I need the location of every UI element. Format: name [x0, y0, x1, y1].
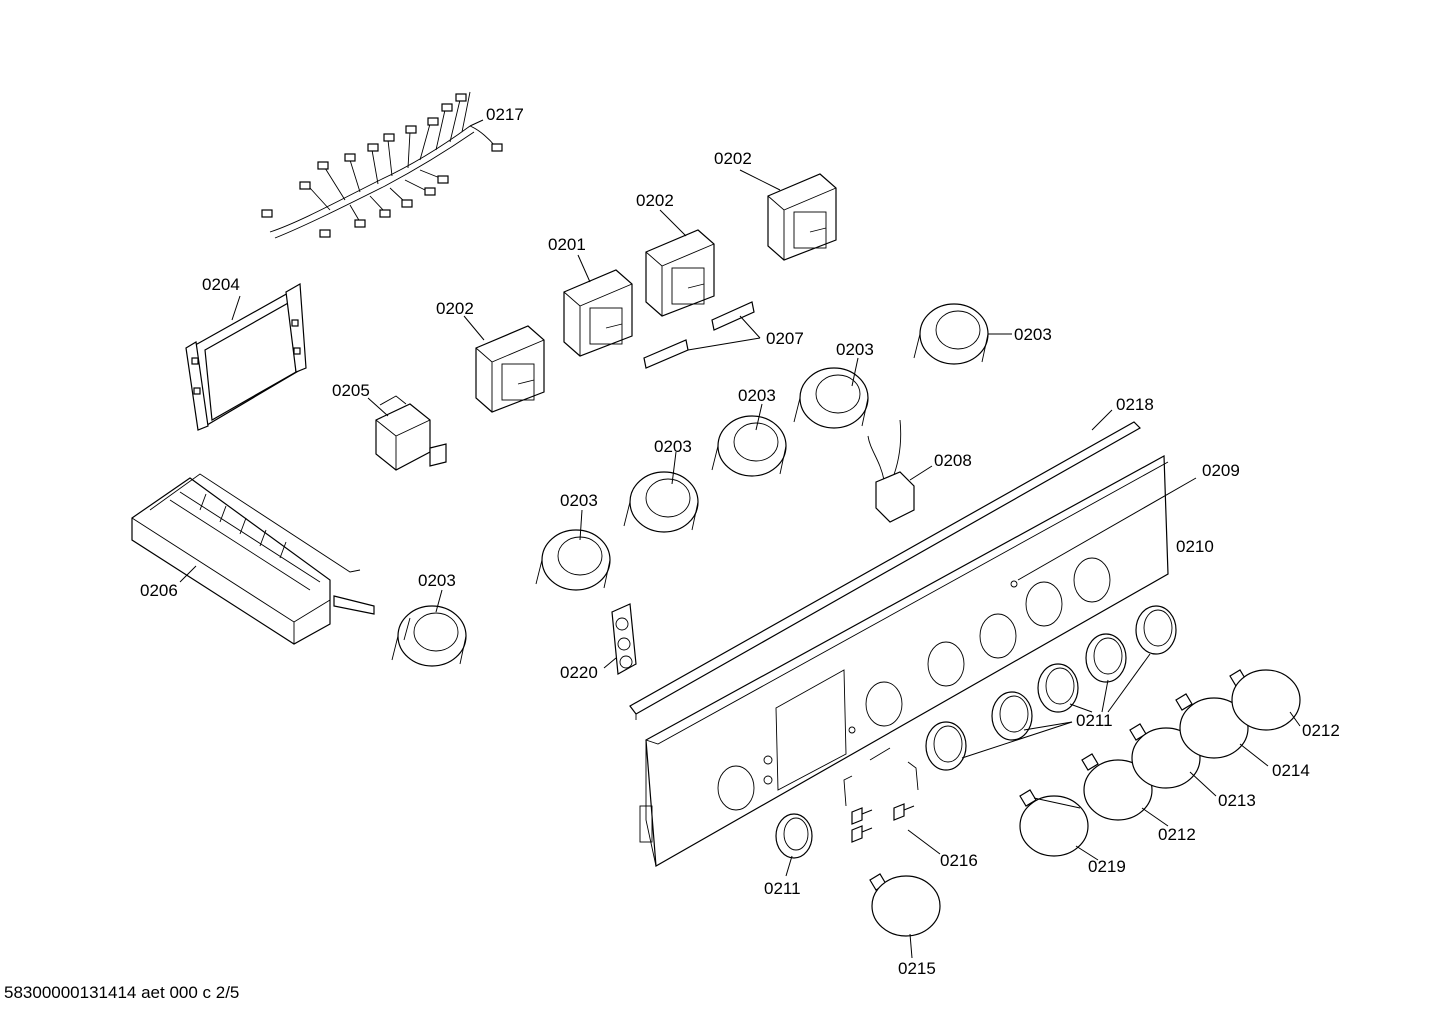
adapter-ring-5: [793, 367, 869, 429]
label-0218: 0218: [1116, 395, 1154, 414]
adapter-ring-1: [391, 605, 467, 667]
wire-harness: [261, 91, 503, 239]
label-0220: 0220: [560, 663, 598, 682]
adapter-ring-4: [711, 415, 787, 477]
adapter-ring-3: [623, 471, 699, 533]
lamp-holder: [867, 419, 915, 523]
label-0212-upper: 0212: [1302, 721, 1340, 740]
label-0211-right: 0211: [1076, 711, 1113, 730]
trim-strip: [629, 421, 1141, 720]
switch-box-1: [475, 325, 545, 413]
knob-0212-lower: [1081, 753, 1153, 821]
label-0201: 0201: [548, 235, 586, 254]
label-0203-left: 0203: [418, 571, 456, 590]
switch-box-3: [645, 229, 715, 317]
label-0206: 0206: [140, 581, 178, 600]
label-0203-mid-left: 0203: [560, 491, 598, 510]
label-0202-mid: 0202: [636, 191, 674, 210]
label-0213: 0213: [1218, 791, 1256, 810]
clip: [611, 603, 637, 675]
knob-0212-upper: [1229, 669, 1301, 731]
rotary-switch: [375, 395, 447, 471]
knob-0215: [869, 873, 941, 937]
label-0212-lower: 0212: [1158, 825, 1196, 844]
knob-ring-2: [991, 691, 1033, 741]
label-0203-right: 0203: [836, 340, 874, 359]
label-0210: 0210: [1176, 537, 1214, 556]
label-0214: 0214: [1272, 761, 1310, 780]
label-0203-far-right: 0203: [1014, 325, 1052, 344]
multi-switch-block: [131, 473, 375, 645]
label-0208: 0208: [934, 451, 972, 470]
label-0211-bottom: 0211: [764, 879, 801, 898]
label-0203-mid-right: 0203: [738, 386, 776, 405]
knob-ring-3: [1037, 663, 1079, 713]
adapter-ring-2: [535, 529, 611, 591]
label-0219: 0219: [1088, 857, 1126, 876]
knob-0213: [1129, 723, 1201, 789]
switch-box-2: [563, 269, 633, 357]
label-0203-mid: 0203: [654, 437, 692, 456]
control-panel: [639, 455, 1169, 867]
label-0202-left: 0202: [436, 299, 474, 318]
label-0209: 0209: [1202, 461, 1240, 480]
label-0215: 0215: [898, 959, 936, 978]
label-0216: 0216: [940, 851, 978, 870]
knob-ring-5: [1135, 605, 1177, 655]
switch-box-4: [767, 173, 837, 261]
knob-0214: [1175, 693, 1249, 759]
document-footer: 58300000131414 aet 000 c 2/5: [4, 983, 239, 1002]
adapter-ring-6: [913, 303, 989, 365]
label-0207: 0207: [766, 329, 804, 348]
knob-ring-4: [1085, 633, 1127, 683]
knob-0219: [1019, 789, 1089, 857]
screws: [851, 803, 915, 843]
knob-ring-6: [775, 813, 813, 859]
knob-ring-1: [925, 721, 967, 771]
small-plates: [643, 301, 755, 369]
control-board: [185, 283, 307, 431]
label-0205: 0205: [332, 381, 370, 400]
label-0217: 0217: [486, 105, 524, 124]
leader-lines: [179, 119, 1301, 959]
label-0204: 0204: [202, 275, 240, 294]
label-0202-top: 0202: [714, 149, 752, 168]
